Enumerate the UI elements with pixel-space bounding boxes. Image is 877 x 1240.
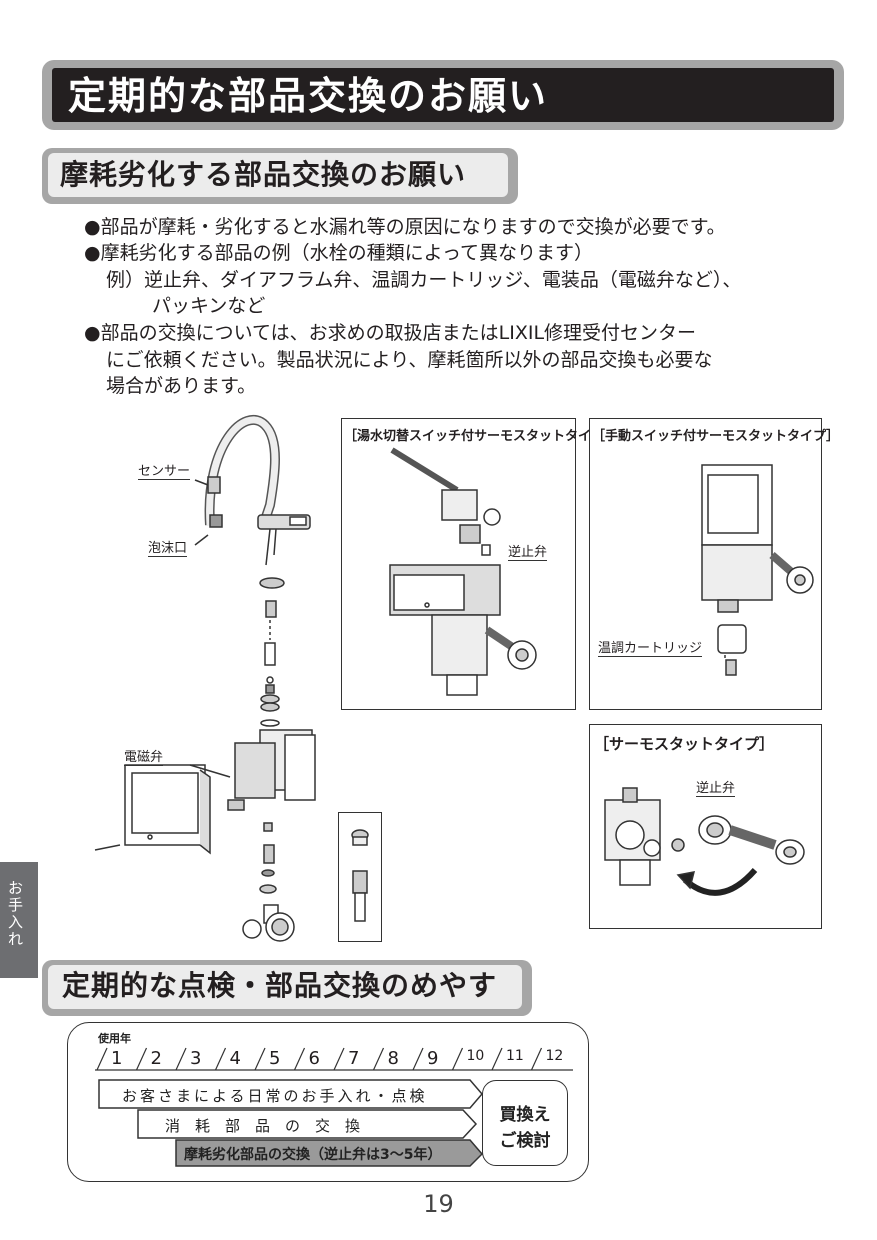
year-slash — [491, 1047, 503, 1071]
year-slash — [175, 1047, 187, 1071]
title-banner — [52, 68, 834, 122]
year-slash — [530, 1047, 543, 1071]
side-tab — [0, 862, 38, 978]
bullet-3-line-3: 場合があります。 — [106, 375, 257, 397]
year-slash — [451, 1047, 464, 1071]
year-slash — [333, 1047, 345, 1071]
year-label: 12 — [545, 1048, 564, 1064]
timeline-bars — [98, 1079, 484, 1167]
replacement-line-1: 買換え — [499, 1105, 551, 1125]
box2-label-cartridge: 温調カートリッジ — [598, 637, 703, 657]
label-solenoid-valve: 電磁弁 — [124, 746, 164, 766]
section2-header — [48, 965, 522, 1009]
year-slash — [135, 1047, 148, 1071]
label-foam-outlet: 泡沫口 — [148, 537, 188, 557]
year-label: 10 — [466, 1048, 485, 1064]
section1-header — [48, 153, 508, 197]
year-slash — [214, 1047, 227, 1071]
year-slash — [254, 1047, 266, 1071]
year-label: 8 — [387, 1048, 399, 1069]
thermostat-illustration — [604, 787, 805, 896]
box1-title: ［湯水切替スイッチ付サーモスタットタイプ］ — [344, 429, 618, 444]
year-label: 2 — [150, 1048, 162, 1069]
year-label: 4 — [229, 1048, 241, 1069]
bullet-1: ●部品が摩耗・劣化すると水漏れ等の原因になりますので交換が必要です。 — [84, 216, 726, 238]
example-line-2: パッキンなど — [152, 295, 266, 317]
valve-part-illustration — [351, 829, 369, 922]
section1-heading: 摩耗劣化する部品交換のお願い — [60, 158, 467, 191]
year-slash — [96, 1047, 108, 1071]
year-ruler — [95, 1047, 573, 1071]
year-label: 7 — [348, 1048, 360, 1069]
years-label: 使用年 — [98, 1032, 131, 1045]
section2-heading: 定期的な点検・部品交換のめやす — [62, 969, 498, 1002]
manual-thermostat-illustration — [701, 464, 814, 676]
switching-thermostat-illustration — [389, 447, 537, 696]
year-slash — [293, 1047, 306, 1071]
year-slash — [372, 1047, 385, 1071]
replacement-box — [482, 1080, 568, 1166]
maintenance-timeline — [67, 1022, 589, 1182]
box2-title: ［手動スイッチ付サーモスタットタイプ］ — [592, 429, 840, 444]
side-tab-label: お手入れ — [8, 879, 24, 948]
bullet-2: ●摩耗劣化する部品の例（水栓の種類によって異なります） — [84, 242, 594, 264]
timeline-row-wear-parts: 摩耗劣化部品の交換（逆止弁は3〜5年） — [184, 1147, 442, 1163]
label-sensor: センサー — [138, 460, 191, 480]
box3-title: ［サーモスタットタイプ］ — [594, 735, 775, 753]
replacement-line-2: ご検討 — [499, 1131, 551, 1151]
bullet-3-line-1: ●部品の交換については、お求めの取扱店またはLIXIL修理受付センター — [84, 322, 697, 344]
box3-label-check-valve: 逆止弁 — [696, 777, 736, 797]
faucet-exploded-diagram — [94, 414, 316, 942]
example-line-1: 例）逆止弁、ダイアフラム弁、温調カートリッジ、電装品（電磁弁など）、 — [106, 269, 742, 291]
year-label: 1 — [111, 1048, 123, 1069]
bullet-3-line-2: にご依頼ください。製品状況により、摩耗箇所以外の部品交換も必要な — [106, 349, 713, 371]
box1-label-check-valve: 逆止弁 — [508, 541, 548, 561]
timeline-row-daily-care: お客さまによる日常のお手入れ・点検 — [122, 1087, 428, 1105]
page-number: 19 — [423, 1190, 454, 1218]
year-label: 9 — [427, 1048, 439, 1069]
year-label: 11 — [506, 1048, 524, 1064]
page-title: 定期的な部品交換のお願い — [68, 74, 549, 118]
small-parts-box — [338, 812, 382, 942]
year-label: 6 — [308, 1048, 320, 1069]
year-label: 3 — [190, 1048, 202, 1069]
year-slash — [412, 1047, 424, 1071]
year-label: 5 — [269, 1048, 281, 1069]
timeline-row-consumables: 消 耗 部 品 の 交 換 — [165, 1117, 361, 1135]
